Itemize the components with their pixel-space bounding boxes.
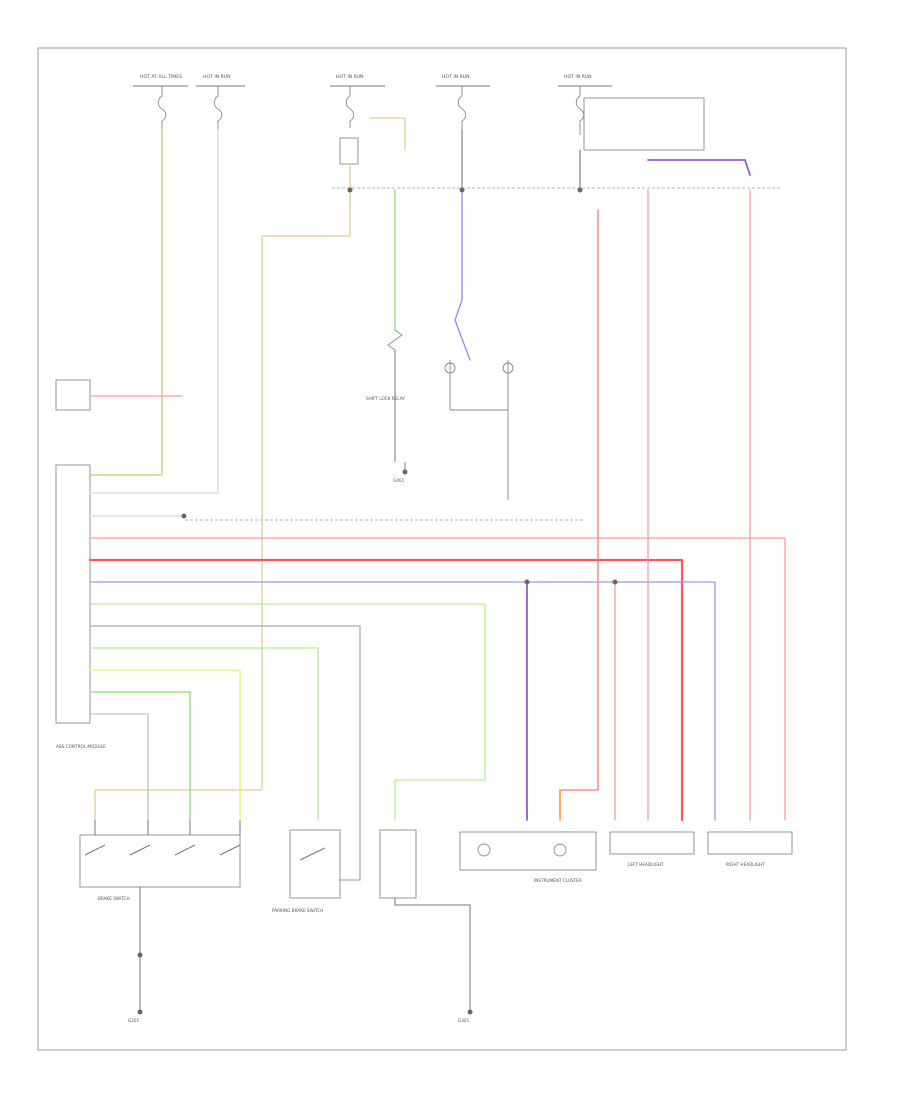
hot-in-run-label: HOT IN RUN — [558, 74, 612, 87]
svg-text:HOT IN RUN: HOT IN RUN — [564, 74, 592, 80]
svg-text:PARKING BRAKE SWITCH: PARKING BRAKE SWITCH — [272, 908, 323, 913]
hot-at-all-times-label: HOT AT ALL TIMES — [133, 74, 188, 87]
fuses — [55, 86, 705, 724]
ground-symbol: G401 — [393, 462, 408, 483]
shift-lock-relay: SHIFT LOCK RELAY — [366, 329, 405, 462]
brake-fluid-level-switch — [379, 829, 471, 998]
svg-text:HOT IN RUN: HOT IN RUN — [336, 74, 364, 80]
wires — [88, 117, 786, 881]
hot-in-run-label: HOT IN RUN — [196, 74, 245, 87]
ground-symbol: G301 — [458, 998, 473, 1023]
svg-text:G401: G401 — [393, 478, 405, 483]
svg-text:HOT IN RUN: HOT IN RUN — [203, 74, 231, 80]
hot-in-run-label: HOT IN RUN — [330, 74, 385, 87]
ground-symbol: G201 — [128, 1000, 143, 1023]
svg-text:G201: G201 — [128, 1018, 140, 1023]
junction-dots — [137, 187, 618, 958]
svg-text:INSTRUMENT CLUSTER: INSTRUMENT CLUSTER — [534, 878, 582, 883]
svg-text:LEFT HEADLIGHT: LEFT HEADLIGHT — [628, 862, 664, 867]
relays-and-switches: SHIFT LOCK RELAY ABS CONTROL MODULE BRAK… — [56, 329, 793, 1000]
diagram-frame — [37, 47, 847, 1051]
svg-text:RIGHT HEADLIGHT: RIGHT HEADLIGHT — [726, 862, 765, 867]
left-headlight: LEFT HEADLIGHT — [609, 831, 695, 867]
svg-text:HOT IN RUN: HOT IN RUN — [442, 74, 470, 80]
instrument-cluster: INSTRUMENT CLUSTER — [459, 831, 597, 883]
abs-control-module: ABS CONTROL MODULE — [56, 744, 106, 749]
svg-text:SHIFT LOCK RELAY: SHIFT LOCK RELAY — [366, 396, 405, 401]
svg-text:G301: G301 — [458, 1018, 470, 1023]
svg-text:BRAKE SWITCH: BRAKE SWITCH — [98, 896, 130, 901]
right-headlight: RIGHT HEADLIGHT — [707, 831, 793, 867]
hot-terminals: HOT AT ALL TIMES HOT IN RUN HOT IN RUN H… — [133, 74, 612, 87]
parking-brake-switch: PARKING BRAKE SWITCH — [272, 829, 341, 913]
hot-in-run-label: HOT IN RUN — [436, 74, 490, 87]
grounds: G201 G301 G401 — [128, 462, 473, 1023]
stop-lamp-switch — [444, 360, 514, 500]
brake-switch: BRAKE SWITCH — [79, 820, 241, 1000]
svg-text:ABS CONTROL MODULE: ABS CONTROL MODULE — [56, 744, 106, 749]
svg-text:HOT AT ALL TIMES: HOT AT ALL TIMES — [140, 74, 182, 80]
